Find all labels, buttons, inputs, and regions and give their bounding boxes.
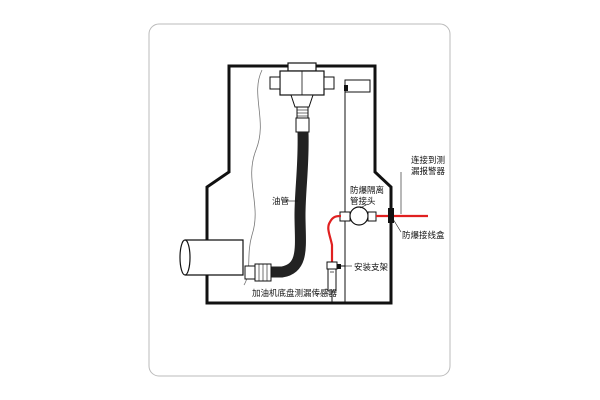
dispenser-sump-outline	[205, 64, 393, 305]
leader-junction-box	[392, 218, 402, 233]
sensor-cable	[327, 214, 342, 262]
explosion-proof-connector	[339, 206, 386, 226]
label-junction-box: 防爆接线盒	[402, 230, 445, 241]
label-connector-line2: 管接头	[350, 196, 376, 207]
leak-sensor	[326, 261, 338, 302]
label-oil-pipe: 油管	[272, 196, 289, 207]
ground-section-line	[243, 69, 263, 286]
label-alarm-line1: 连接到测	[411, 155, 445, 166]
label-bracket: 安装支架	[354, 262, 389, 273]
label-connector-line1: 防爆隔离	[350, 185, 384, 196]
oil-pipe-hose	[271, 131, 309, 278]
mounting-bracket	[337, 264, 345, 269]
leader-connector	[359, 203, 369, 209]
label-sensor: 加油机底盘测漏传感器	[252, 288, 338, 299]
top-valve-fitting	[269, 62, 335, 133]
support-panel	[344, 79, 371, 303]
label-alarm-line2: 漏报警器	[411, 166, 446, 177]
wall-penetration	[388, 208, 394, 223]
bottom-hose-fitting	[244, 263, 272, 282]
external-pipe	[179, 239, 244, 276]
